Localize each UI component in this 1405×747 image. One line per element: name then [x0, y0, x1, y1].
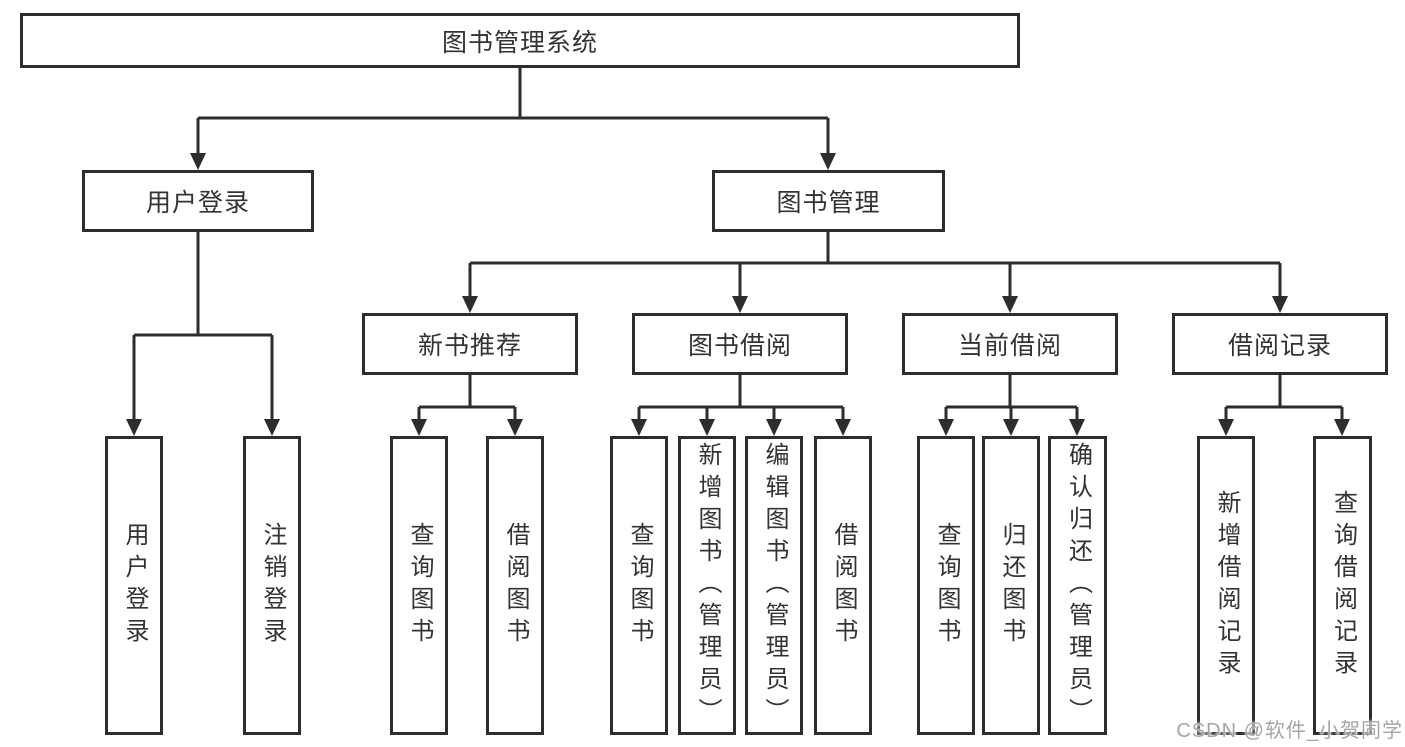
leaf-edit-book-admin: 编辑图书（管理员）	[745, 436, 803, 735]
leaf-add-borrow-record: 新增借阅记录	[1197, 436, 1255, 735]
connector-user-login-children	[126, 232, 280, 436]
leaf-query-borrow-record: 查询借阅记录	[1313, 436, 1372, 735]
connector-book-borrow-children	[631, 375, 851, 436]
node-user-login: 用户登录	[82, 170, 314, 232]
leaf-return-book: 归还图书	[982, 436, 1040, 735]
leaf-query-books-recommend: 查询图书	[390, 436, 448, 735]
connector-book-management-children	[462, 232, 1288, 313]
connector-new-book-children	[411, 375, 523, 436]
connector-current-borrow-children	[938, 375, 1085, 436]
leaf-query-books-borrow: 查询图书	[610, 436, 668, 735]
leaf-confirm-return-admin: 确认归还（管理员）	[1048, 436, 1107, 735]
node-new-book-recommend: 新书推荐	[362, 313, 578, 375]
leaf-borrow-books-recommend: 借阅图书	[486, 436, 544, 735]
node-book-borrow: 图书借阅	[632, 313, 848, 375]
leaf-borrow-books: 借阅图书	[814, 436, 872, 735]
connector-root-to-level2	[190, 68, 836, 170]
leaf-logout: 注销登录	[243, 436, 301, 735]
csdn-watermark: CSDN @软件_小贺同学	[1176, 720, 1403, 742]
node-current-borrow: 当前借阅	[902, 313, 1118, 375]
leaf-user-login: 用户登录	[105, 436, 163, 735]
leaf-query-books-current: 查询图书	[917, 436, 975, 735]
connector-borrow-records-children	[1218, 375, 1350, 436]
node-book-management: 图书管理	[712, 170, 945, 232]
leaf-add-book-admin: 新增图书（管理员）	[678, 436, 736, 735]
node-borrow-records: 借阅记录	[1172, 313, 1388, 375]
node-library-management-system: 图书管理系统	[20, 13, 1020, 68]
